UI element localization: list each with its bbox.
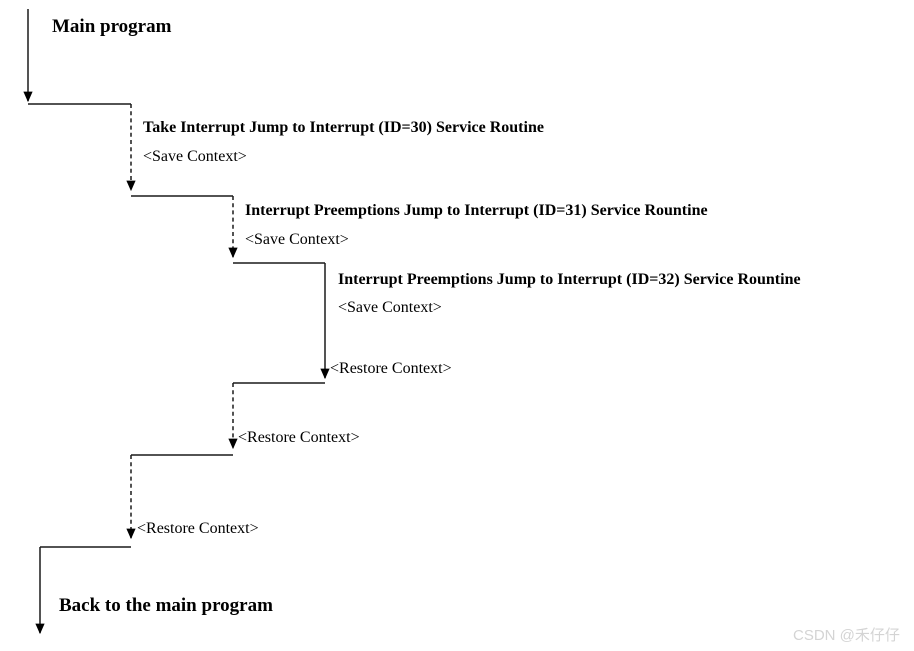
isr31-restore-context-label: <Restore Context> (238, 429, 360, 446)
isr32-save-context-label: <Save Context> (338, 299, 442, 316)
isr30-title: Take Interrupt Jump to Interrupt (ID=30)… (143, 119, 544, 136)
isr30-restore-context-label: <Restore Context> (137, 520, 259, 537)
csdn-watermark: CSDN @禾仔仔 (793, 627, 900, 644)
isr31-title: Interrupt Preemptions Jump to Interrupt … (245, 202, 708, 219)
isr31-save-context-label: <Save Context> (245, 231, 349, 248)
isr32-restore-context-label: <Restore Context> (330, 360, 452, 377)
back-to-main-program-label: Back to the main program (59, 595, 273, 616)
isr30-save-context-label: <Save Context> (143, 148, 247, 165)
isr32-title: Interrupt Preemptions Jump to Interrupt … (338, 271, 801, 288)
main-program-label: Main program (52, 16, 172, 37)
